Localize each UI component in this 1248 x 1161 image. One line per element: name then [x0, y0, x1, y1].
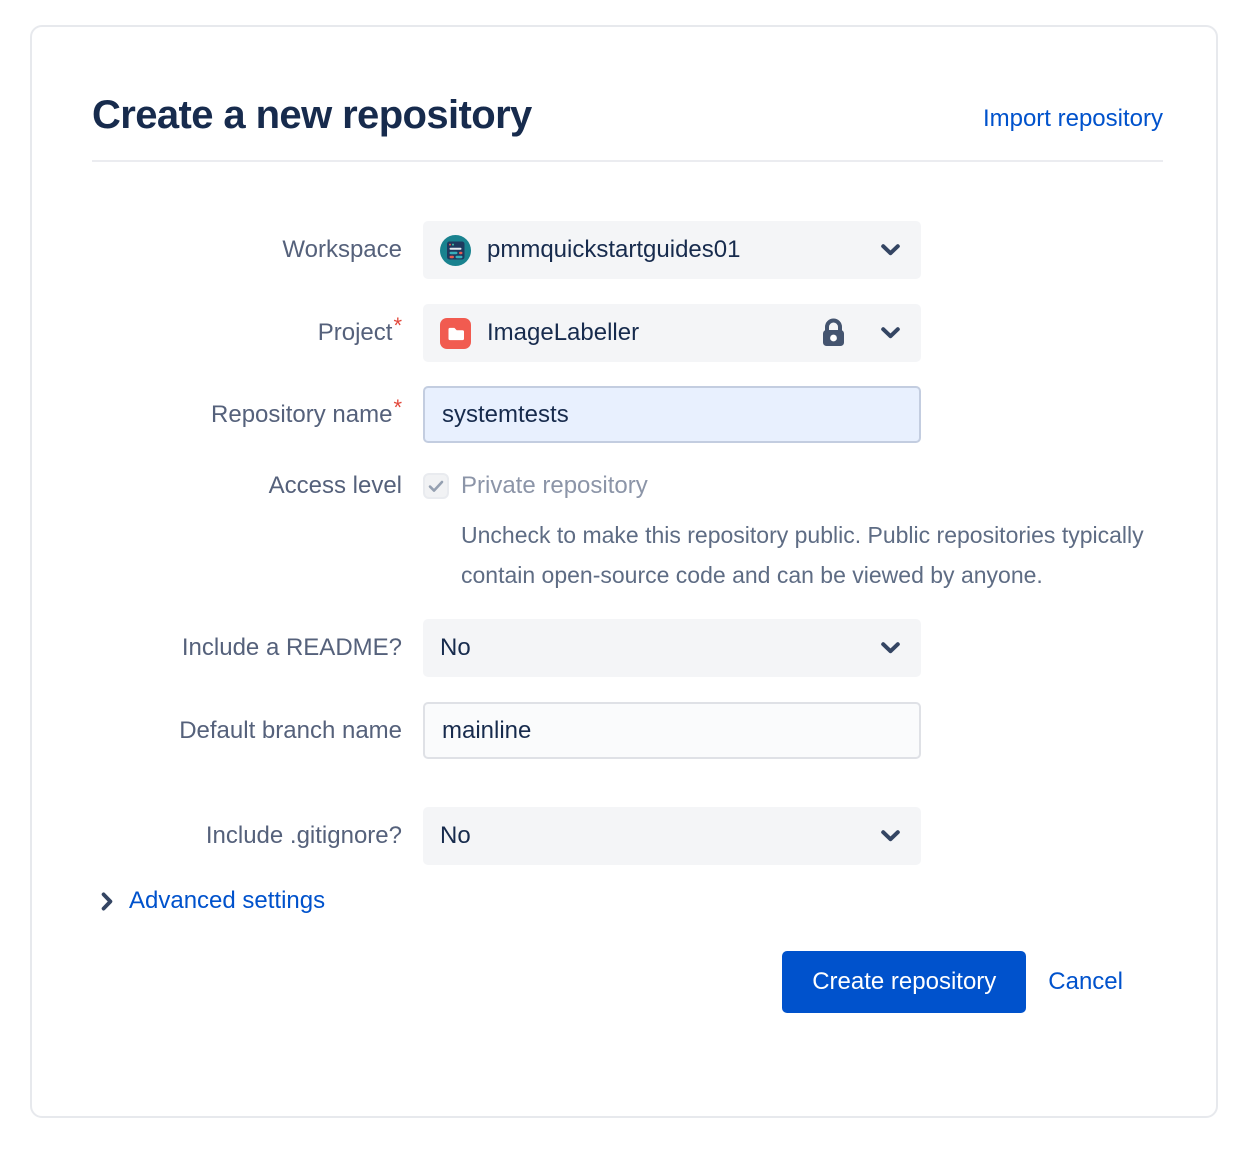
advanced-settings-toggle[interactable]: Advanced settings — [92, 887, 325, 915]
advanced-settings-label: Advanced settings — [129, 887, 326, 914]
workspace-avatar-icon — [440, 234, 471, 266]
workspace-select[interactable]: pmmquickstartguides01 — [423, 221, 921, 279]
private-repository-option: Private repository — [423, 471, 1173, 501]
chevron-down-icon — [880, 829, 901, 843]
workspace-value: pmmquickstartguides01 — [487, 236, 741, 263]
readme-select[interactable]: No — [423, 619, 921, 677]
repository-name-row: Repository name* — [92, 386, 1163, 443]
default-branch-input[interactable] — [423, 702, 921, 759]
readme-row: Include a README? No — [92, 619, 1163, 677]
gitignore-row: Include .gitignore? No — [92, 807, 1163, 865]
dialog-header: Create a new repository Import repositor… — [92, 91, 1163, 139]
header-divider — [92, 160, 1163, 162]
chevron-right-icon — [100, 891, 114, 912]
gitignore-select[interactable]: No — [423, 807, 921, 865]
access-level-label: Access level — [268, 472, 402, 499]
private-repository-checkbox[interactable] — [423, 473, 449, 499]
gitignore-value: No — [440, 822, 471, 849]
chevron-down-icon — [880, 243, 901, 257]
readme-label: Include a README? — [181, 634, 402, 661]
checkmark-icon — [428, 480, 444, 492]
gitignore-label: Include .gitignore? — [205, 822, 402, 849]
lock-icon — [820, 318, 847, 349]
default-branch-label: Default branch name — [179, 716, 402, 744]
repository-name-label: Repository name* — [211, 394, 402, 428]
required-asterisk: * — [393, 313, 402, 338]
access-level-help-text: Uncheck to make this repository public. … — [461, 522, 1144, 588]
create-repository-dialog: Create a new repository Import repositor… — [30, 25, 1218, 1118]
chevron-down-icon — [880, 326, 901, 340]
private-repository-label: Private repository — [461, 472, 648, 499]
chevron-down-icon — [880, 641, 901, 655]
project-value: ImageLabeller — [487, 319, 640, 346]
default-branch-row: Default branch name — [92, 702, 1163, 759]
create-repository-button[interactable]: Create repository — [782, 951, 1027, 1013]
repository-name-input[interactable] — [423, 386, 921, 443]
project-label: Project* — [317, 313, 402, 346]
workspace-label: Workspace — [282, 236, 402, 263]
cancel-button[interactable]: Cancel — [1048, 968, 1123, 995]
project-select[interactable]: ImageLabeller — [423, 304, 921, 362]
page-title: Create a new repository — [92, 93, 532, 137]
required-asterisk: * — [393, 394, 402, 420]
import-repository-link[interactable]: Import repository — [982, 105, 1163, 132]
access-level-row: Access level Private repository Uncheck … — [92, 471, 1163, 595]
readme-value: No — [440, 634, 471, 661]
workspace-row: Workspace pmmquickstart — [92, 221, 1163, 279]
dialog-actions: Create repository Cancel — [92, 951, 1163, 1013]
project-folder-icon — [440, 317, 471, 349]
project-row: Project* ImageLabeller — [92, 304, 1163, 362]
